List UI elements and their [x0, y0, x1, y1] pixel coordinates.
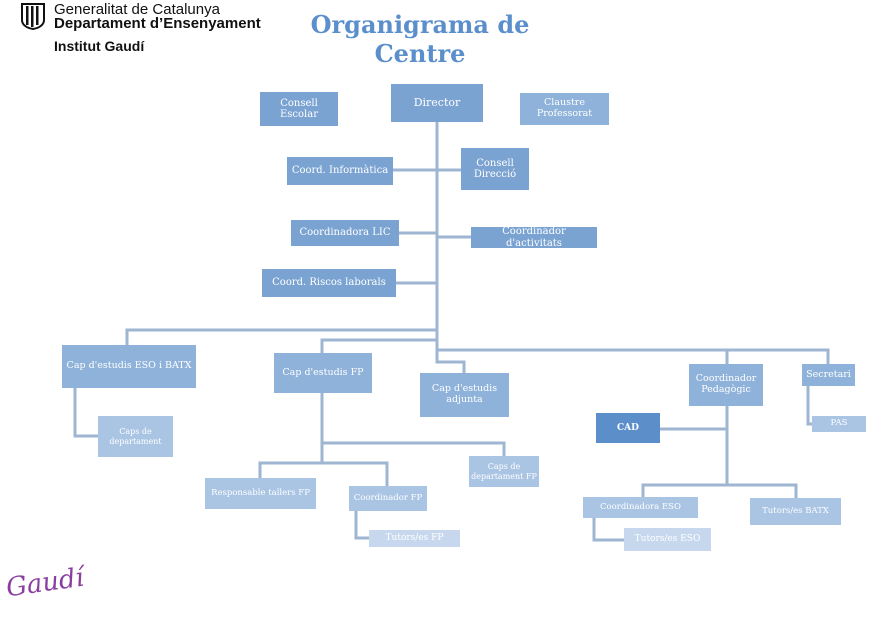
- school-name: Institut Gaudí: [54, 38, 145, 54]
- node-cad: CAD: [596, 413, 660, 443]
- node-coordinadora-eso: Coordinadora ESO: [583, 497, 698, 518]
- node-claustre-professorat: Claustre Professorat: [520, 93, 609, 125]
- node-responsable-tallers-fp: Responsable tallers FP: [205, 478, 316, 509]
- node-caps-departament: Caps de departament: [98, 416, 173, 457]
- node-coord-riscos-laborals: Coord. Riscos laborals: [262, 269, 396, 297]
- node-cap-estudis-fp: Cap d'estudis FP: [274, 353, 372, 393]
- department-name: Departament d’Ensenyament: [54, 15, 261, 32]
- node-director: Director: [391, 84, 483, 122]
- generalitat-name: Generalitat de Catalunya: [54, 1, 220, 18]
- node-consell-direccio: Consell Direcció: [461, 148, 529, 190]
- node-coordinador-activitats: Coordinador d'activitats: [471, 226, 597, 249]
- node-secretari: Secretari: [802, 364, 855, 386]
- node-consell-escolar: Consell Escolar: [260, 92, 338, 126]
- node-tutors-eso: Tutors/es ESO: [624, 528, 711, 551]
- node-cap-estudis-eso-batx: Cap d'estudis ESO i BATX: [62, 345, 196, 388]
- node-caps-departament-fp: Caps de departament FP: [469, 456, 539, 487]
- node-coordinadora-lic: Coordinadora LIC: [291, 220, 399, 246]
- page-title: Organigrama de Centre: [310, 10, 530, 68]
- node-coord-informatica: Coord. Informàtica: [287, 157, 393, 185]
- node-tutors-fp: Tutors/es FP: [369, 530, 460, 547]
- node-cap-estudis-adjunta: Cap d'estudis adjunta: [420, 373, 509, 417]
- node-pas: PAS: [812, 416, 866, 432]
- generalitat-logo-icon: [21, 3, 45, 30]
- node-coordinador-fp: Coordinador FP: [349, 486, 427, 511]
- node-tutors-batx: Tutors/es BATX: [750, 498, 841, 525]
- node-coordinador-pedagogic: Coordinador Pedagògic: [689, 364, 763, 406]
